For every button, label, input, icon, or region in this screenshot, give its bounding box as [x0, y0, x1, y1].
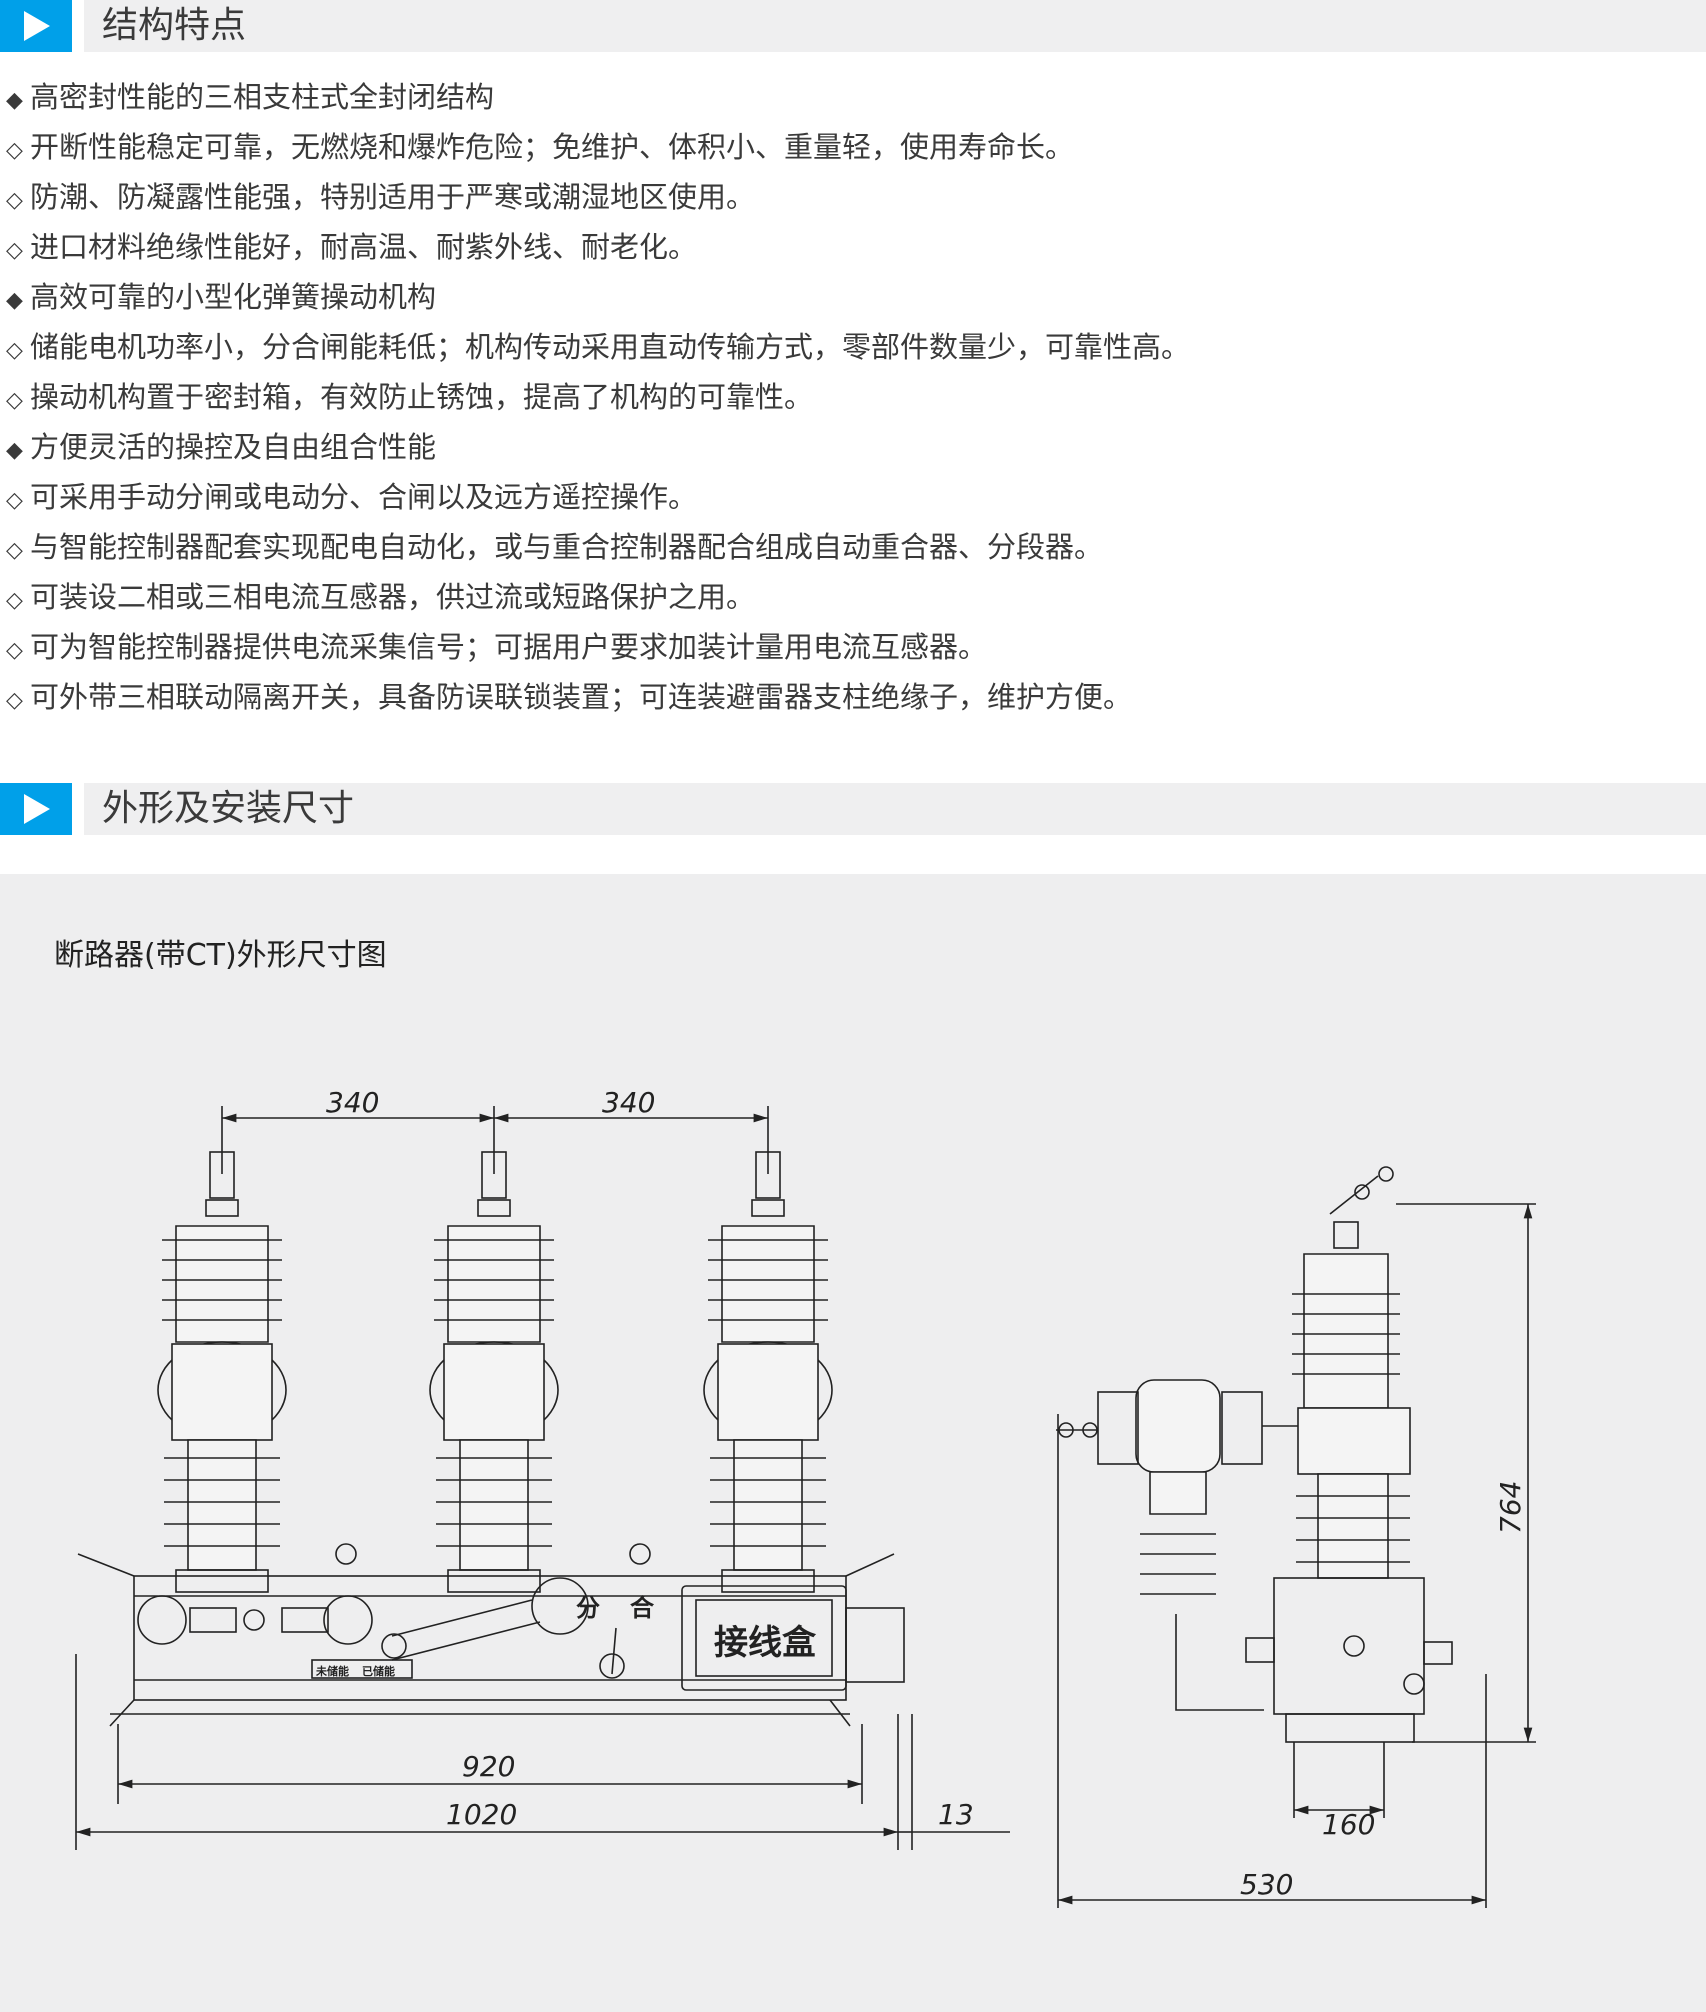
- dim-offset: 13: [938, 1798, 974, 1831]
- diagram-caption: 断路器(带CT)外形尺寸图: [54, 938, 387, 973]
- section-title-dimensions: 外形及安装尺寸: [102, 788, 355, 829]
- feature-item: ◇ 可外带三相联动隔离开关，具备防误联锁装置；可连装避雷器支柱绝缘子，维护方便。: [6, 672, 1190, 722]
- feature-text: 开断性能稳定可靠，无燃烧和爆炸危险；免维护、体积小、重量轻，使用寿命长。: [30, 130, 1075, 164]
- diamond-outline-icon: ◇: [6, 338, 23, 363]
- breaker-dimension-drawing: 340 340 920 1020 13 接线盒 分 合 未储能 已储能: [75, 1086, 1536, 1908]
- diamond-outline-icon: ◇: [6, 188, 23, 213]
- feature-text: 可外带三相联动隔离开关，具备防误联锁装置；可连装避雷器支柱绝缘子，维护方便。: [30, 680, 1133, 714]
- feature-item: ◇ 进口材料绝缘性能好，耐高温、耐紫外线、耐老化。: [6, 222, 1190, 272]
- dim-base: 160: [1322, 1808, 1375, 1841]
- feature-text: 高效可靠的小型化弹簧操动机构: [30, 280, 437, 314]
- dim-mount-width: 920: [462, 1750, 515, 1783]
- feature-item: ◇ 操动机构置于密封箱，有效防止锈蚀，提高了机构的可靠性。: [6, 372, 1190, 422]
- feature-text: 储能电机功率小，分合闸能耗低；机构传动采用直动传输方式，零部件数量少，可靠性高。: [30, 330, 1191, 364]
- diamond-outline-icon: ◇: [6, 238, 23, 263]
- section-header-dimensions: 外形及安装尺寸: [0, 783, 1706, 835]
- feature-text: 进口材料绝缘性能好，耐高温、耐紫外线、耐老化。: [30, 230, 698, 264]
- pole-2: [429, 1151, 559, 1593]
- feature-item: ◆ 方便灵活的操控及自由组合性能: [6, 422, 1190, 472]
- side-view: [1056, 1166, 1536, 1908]
- feature-item: ◇ 可装设二相或三相电流互感器，供过流或短路保护之用。: [6, 572, 1190, 622]
- dim-depth: 530: [1240, 1868, 1293, 1901]
- label-charged: 已储能: [362, 1664, 395, 1678]
- pole-1: [157, 1151, 287, 1593]
- feature-text: 操动机构置于密封箱，有效防止锈蚀，提高了机构的可靠性。: [30, 380, 814, 414]
- feature-item: ◇ 可采用手动分闸或电动分、合闸以及远方遥控操作。: [6, 472, 1190, 522]
- dim-phase-spacing-1: 340: [326, 1086, 379, 1119]
- diamond-outline-icon: ◇: [6, 588, 23, 613]
- feature-text: 防潮、防凝露性能强，特别适用于严寒或潮湿地区使用。: [30, 180, 756, 214]
- feature-text: 方便灵活的操控及自由组合性能: [30, 430, 437, 464]
- feature-list: ◆ 高密封性能的三相支柱式全封闭结构 ◇ 开断性能稳定可靠，无燃烧和爆炸危险；免维护、…: [6, 72, 1190, 722]
- front-view: [75, 1106, 1010, 1850]
- feature-text: 可采用手动分闸或电动分、合闸以及远方遥控操作。: [30, 480, 698, 514]
- feature-text: 可装设二相或三相电流互感器，供过流或短路保护之用。: [30, 580, 756, 614]
- feature-item: ◆ 高密封性能的三相支柱式全封闭结构: [6, 72, 1190, 122]
- feature-item: ◆ 高效可靠的小型化弹簧操动机构: [6, 272, 1190, 322]
- section-header-structure: 结构特点: [0, 0, 1706, 52]
- feature-text: 与智能控制器配套实现配电自动化，或与重合控制器配合组成自动重合器、分段器。: [30, 530, 1104, 564]
- play-arrow-icon: [0, 783, 72, 835]
- label-junction-box: 接线盒: [714, 1623, 817, 1663]
- dim-height: 764: [1494, 1481, 1527, 1534]
- dim-overall-width: 1020: [446, 1798, 517, 1831]
- feature-text: 可为智能控制器提供电流采集信号；可据用户要求加装计量用电流互感器。: [30, 630, 988, 664]
- diamond-outline-icon: ◇: [6, 538, 23, 563]
- feature-item: ◇ 储能电机功率小，分合闸能耗低；机构传动采用直动传输方式，零部件数量少，可靠性高…: [6, 322, 1190, 372]
- feature-item: ◇ 与智能控制器配套实现配电自动化，或与重合控制器配合组成自动重合器、分段器。: [6, 522, 1190, 572]
- diamond-filled-icon: ◆: [6, 438, 23, 463]
- diamond-outline-icon: ◇: [6, 138, 23, 163]
- label-open: 分: [576, 1593, 600, 1622]
- feature-item: ◇ 可为智能控制器提供电流采集信号；可据用户要求加装计量用电流互感器。: [6, 622, 1190, 672]
- diamond-outline-icon: ◇: [6, 688, 23, 713]
- section-header-bar: [84, 783, 1706, 835]
- feature-text: 高密封性能的三相支柱式全封闭结构: [30, 80, 495, 114]
- section-header-bar: [84, 0, 1706, 52]
- diamond-outline-icon: ◇: [6, 388, 23, 413]
- dim-phase-spacing-2: 340: [602, 1086, 655, 1119]
- diamond-filled-icon: ◆: [6, 288, 23, 313]
- feature-item: ◇ 开断性能稳定可靠，无燃烧和爆炸危险；免维护、体积小、重量轻，使用寿命长。: [6, 122, 1190, 172]
- pole-3: [703, 1151, 833, 1593]
- diamond-filled-icon: ◆: [6, 88, 23, 113]
- section-title-structure: 结构特点: [102, 5, 247, 46]
- play-arrow-icon: [0, 0, 72, 52]
- label-not-charged: 未储能: [315, 1664, 349, 1678]
- feature-item: ◇ 防潮、防凝露性能强，特别适用于严寒或潮湿地区使用。: [6, 172, 1190, 222]
- diamond-outline-icon: ◇: [6, 638, 23, 663]
- diagram-panel: 断路器(带CT)外形尺寸图: [0, 874, 1706, 2012]
- label-close: 合: [630, 1593, 655, 1622]
- diamond-outline-icon: ◇: [6, 488, 23, 513]
